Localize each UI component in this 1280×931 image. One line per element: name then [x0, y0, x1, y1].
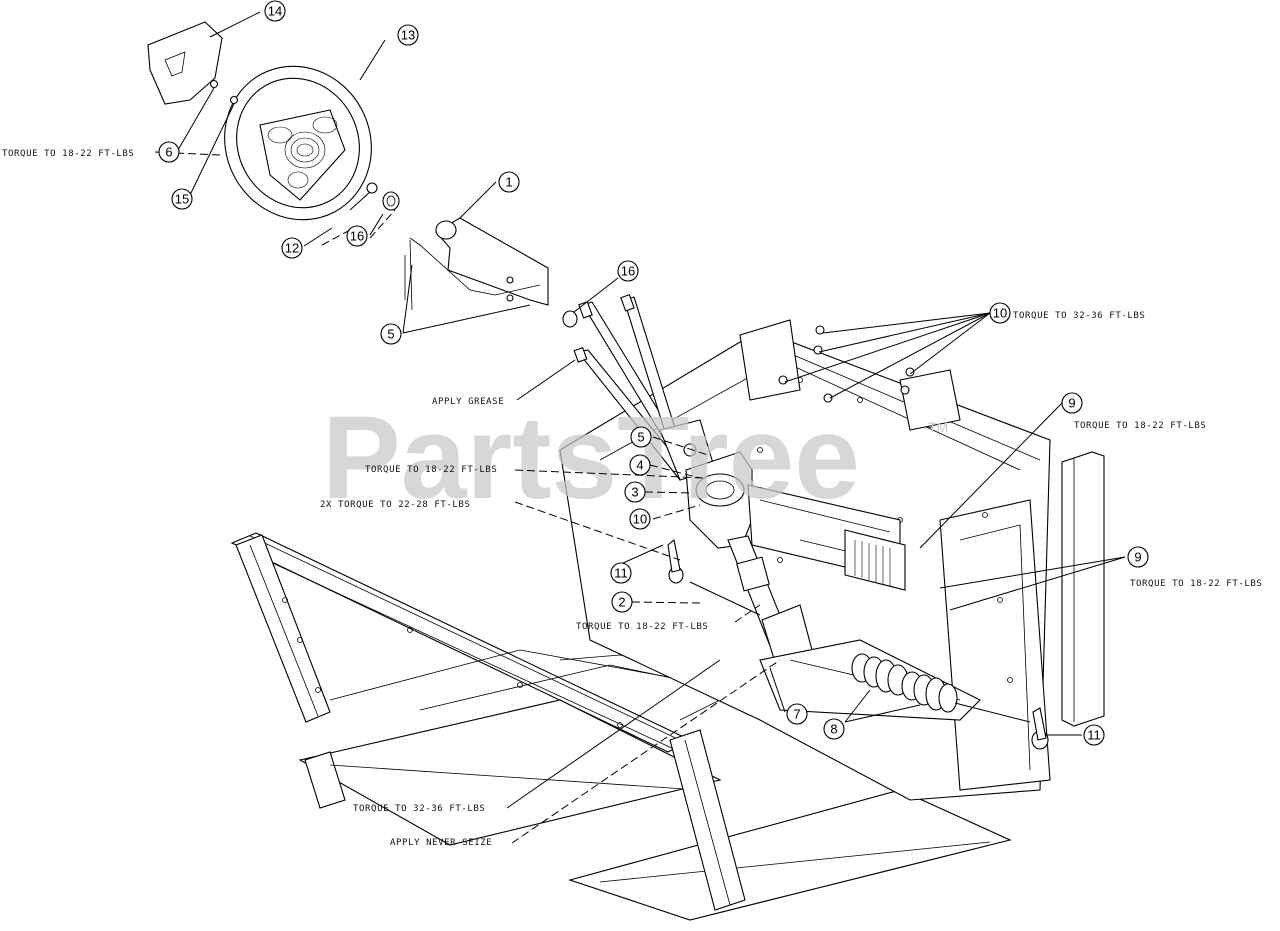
annotation-torque-10: TORQUE TO 32-36 FT-LBS	[1013, 311, 1145, 321]
rack-boot-right	[901, 671, 958, 713]
steering-wheel-hub	[259, 109, 346, 201]
steering-shafts	[562, 294, 716, 503]
annotation-torque-2x: 2X TORQUE TO 22-28 FT-LBS	[320, 500, 470, 510]
svg-text:5: 5	[387, 327, 394, 342]
steering-gear-housing	[685, 451, 906, 591]
svg-text:7: 7	[793, 707, 800, 722]
svg-text:6: 6	[165, 145, 172, 160]
center-upright	[669, 729, 746, 911]
callout-7: 7	[786, 703, 808, 725]
callout-10-upper: 10	[989, 302, 1011, 324]
callout-14: 14	[264, 0, 286, 22]
callout-11-right: 11	[1083, 724, 1105, 746]
svg-text:2: 2	[618, 595, 625, 610]
right-frame-post	[1061, 451, 1105, 727]
steering-rack-assembly	[667, 535, 1049, 750]
svg-text:9: 9	[1068, 396, 1075, 411]
svg-text:10: 10	[993, 306, 1007, 321]
svg-text:8: 8	[830, 722, 837, 737]
annotation-torque-4: TORQUE TO 18-22 FT-LBS	[365, 465, 497, 475]
steering-wheel-assembly	[147, 21, 400, 221]
callout-6: 6	[158, 141, 180, 163]
annotation-torque-2: TORQUE TO 18-22 FT-LBS	[576, 622, 708, 632]
svg-text:16: 16	[350, 229, 364, 244]
annotation-torque-bottom: TORQUE TO 32-36 FT-LBS	[353, 804, 485, 814]
svg-text:12: 12	[285, 241, 299, 256]
svg-text:14: 14	[268, 4, 282, 19]
svg-text:1: 1	[505, 175, 512, 190]
callout-13: 13	[397, 24, 419, 46]
callout-11-left: 11	[610, 562, 632, 584]
callout-12: 12	[281, 237, 303, 259]
svg-text:15: 15	[175, 192, 189, 207]
callout-9-upper: 9	[1061, 392, 1083, 414]
callout-4: 4	[629, 454, 651, 476]
callout-16-upper: 16	[346, 225, 368, 247]
annotation-apply-grease: APPLY GREASE	[432, 397, 504, 407]
callout-15: 15	[171, 188, 193, 210]
lower-frame-rail	[298, 699, 722, 846]
callout-5-upper: 5	[380, 323, 402, 345]
callout-2: 2	[611, 591, 633, 613]
annotation-apply-never-seize: APPLY NEVER SEIZE	[390, 838, 492, 848]
steering-cap	[147, 21, 223, 105]
annotation-torque-9-top: TORQUE TO 18-22 FT-LBS	[1074, 421, 1206, 431]
watermark-tm: TM	[928, 419, 948, 435]
callout-3: 3	[624, 481, 646, 503]
svg-text:10: 10	[633, 512, 647, 527]
svg-text:11: 11	[614, 566, 628, 581]
callout-5-lower: 5	[630, 426, 652, 448]
callout-8: 8	[823, 718, 845, 740]
svg-text:4: 4	[636, 458, 643, 473]
annotations: TORQUE TO 18-22 FT-LBS TORQUE TO 32-36 F…	[2, 149, 1262, 848]
bottom-cross-member	[568, 789, 1012, 921]
svg-text:16: 16	[621, 264, 635, 279]
callout-1: 1	[498, 171, 520, 193]
annotation-torque-9-right: TORQUE TO 18-22 FT-LBS	[1130, 579, 1262, 589]
svg-text:13: 13	[401, 28, 415, 43]
watermark: PartsTree TM	[322, 392, 948, 524]
callout-10-lower: 10	[629, 508, 651, 530]
svg-text:9: 9	[1134, 550, 1141, 565]
annotation-torque-6: TORQUE TO 18-22 FT-LBS	[2, 149, 134, 159]
callout-16-shaft: 16	[617, 260, 639, 282]
rack-boot-left	[851, 653, 909, 696]
svg-text:11: 11	[1087, 728, 1101, 743]
steering-column-bracket	[404, 217, 549, 311]
watermark-text: PartsTree	[322, 392, 860, 524]
callouts: 14 13 6 15 1 12 16 16 5 10 9 5 4 3 10 11…	[158, 0, 1149, 746]
svg-text:3: 3	[631, 485, 638, 500]
callout-9-right: 9	[1127, 546, 1149, 568]
svg-text:5: 5	[637, 430, 644, 445]
